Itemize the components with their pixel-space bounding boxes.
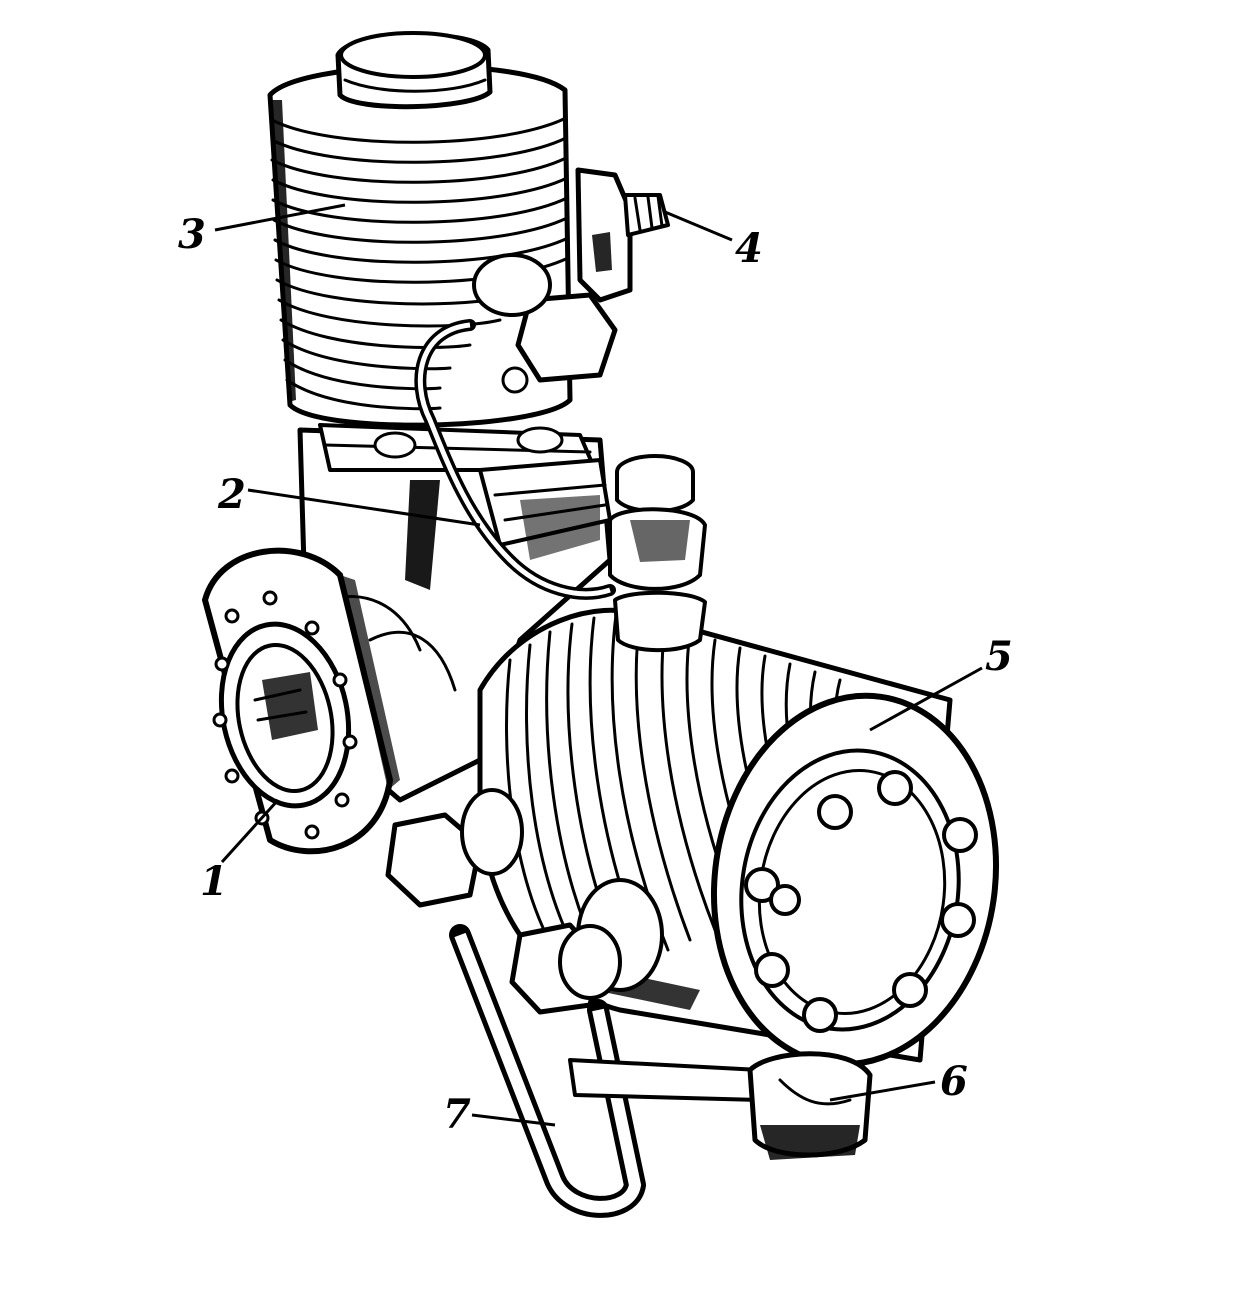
leader-6 bbox=[829, 1080, 936, 1102]
leader-3 bbox=[214, 203, 346, 232]
suction-flange bbox=[202, 547, 400, 855]
u-tube bbox=[449, 924, 646, 1218]
head-bolts bbox=[744, 770, 978, 1033]
vertical-cylinder bbox=[267, 31, 573, 428]
valve-cap bbox=[608, 454, 707, 653]
leader-4 bbox=[664, 210, 733, 242]
callout-4: 4 bbox=[735, 225, 763, 272]
flange-bolt-holes bbox=[212, 590, 358, 840]
callout-5: 5 bbox=[985, 633, 1013, 680]
leader-5 bbox=[869, 666, 983, 732]
callouts: 3 4 2 5 1 6 7 bbox=[178, 203, 1013, 1138]
callout-7: 7 bbox=[443, 1091, 471, 1138]
callout-2: 2 bbox=[217, 471, 246, 518]
callout-3: 3 bbox=[178, 211, 206, 258]
mounting-foot bbox=[568, 1051, 873, 1160]
horizontal-cylinder bbox=[477, 607, 1000, 1068]
discharge-fitting bbox=[575, 167, 670, 303]
leader-2 bbox=[247, 488, 481, 527]
callout-6: 6 bbox=[940, 1058, 968, 1105]
callout-1: 1 bbox=[200, 858, 228, 905]
leader-7 bbox=[471, 1113, 556, 1127]
cylinder-fins bbox=[270, 116, 570, 411]
leader-1 bbox=[220, 798, 280, 864]
connecting-tube bbox=[414, 253, 618, 600]
